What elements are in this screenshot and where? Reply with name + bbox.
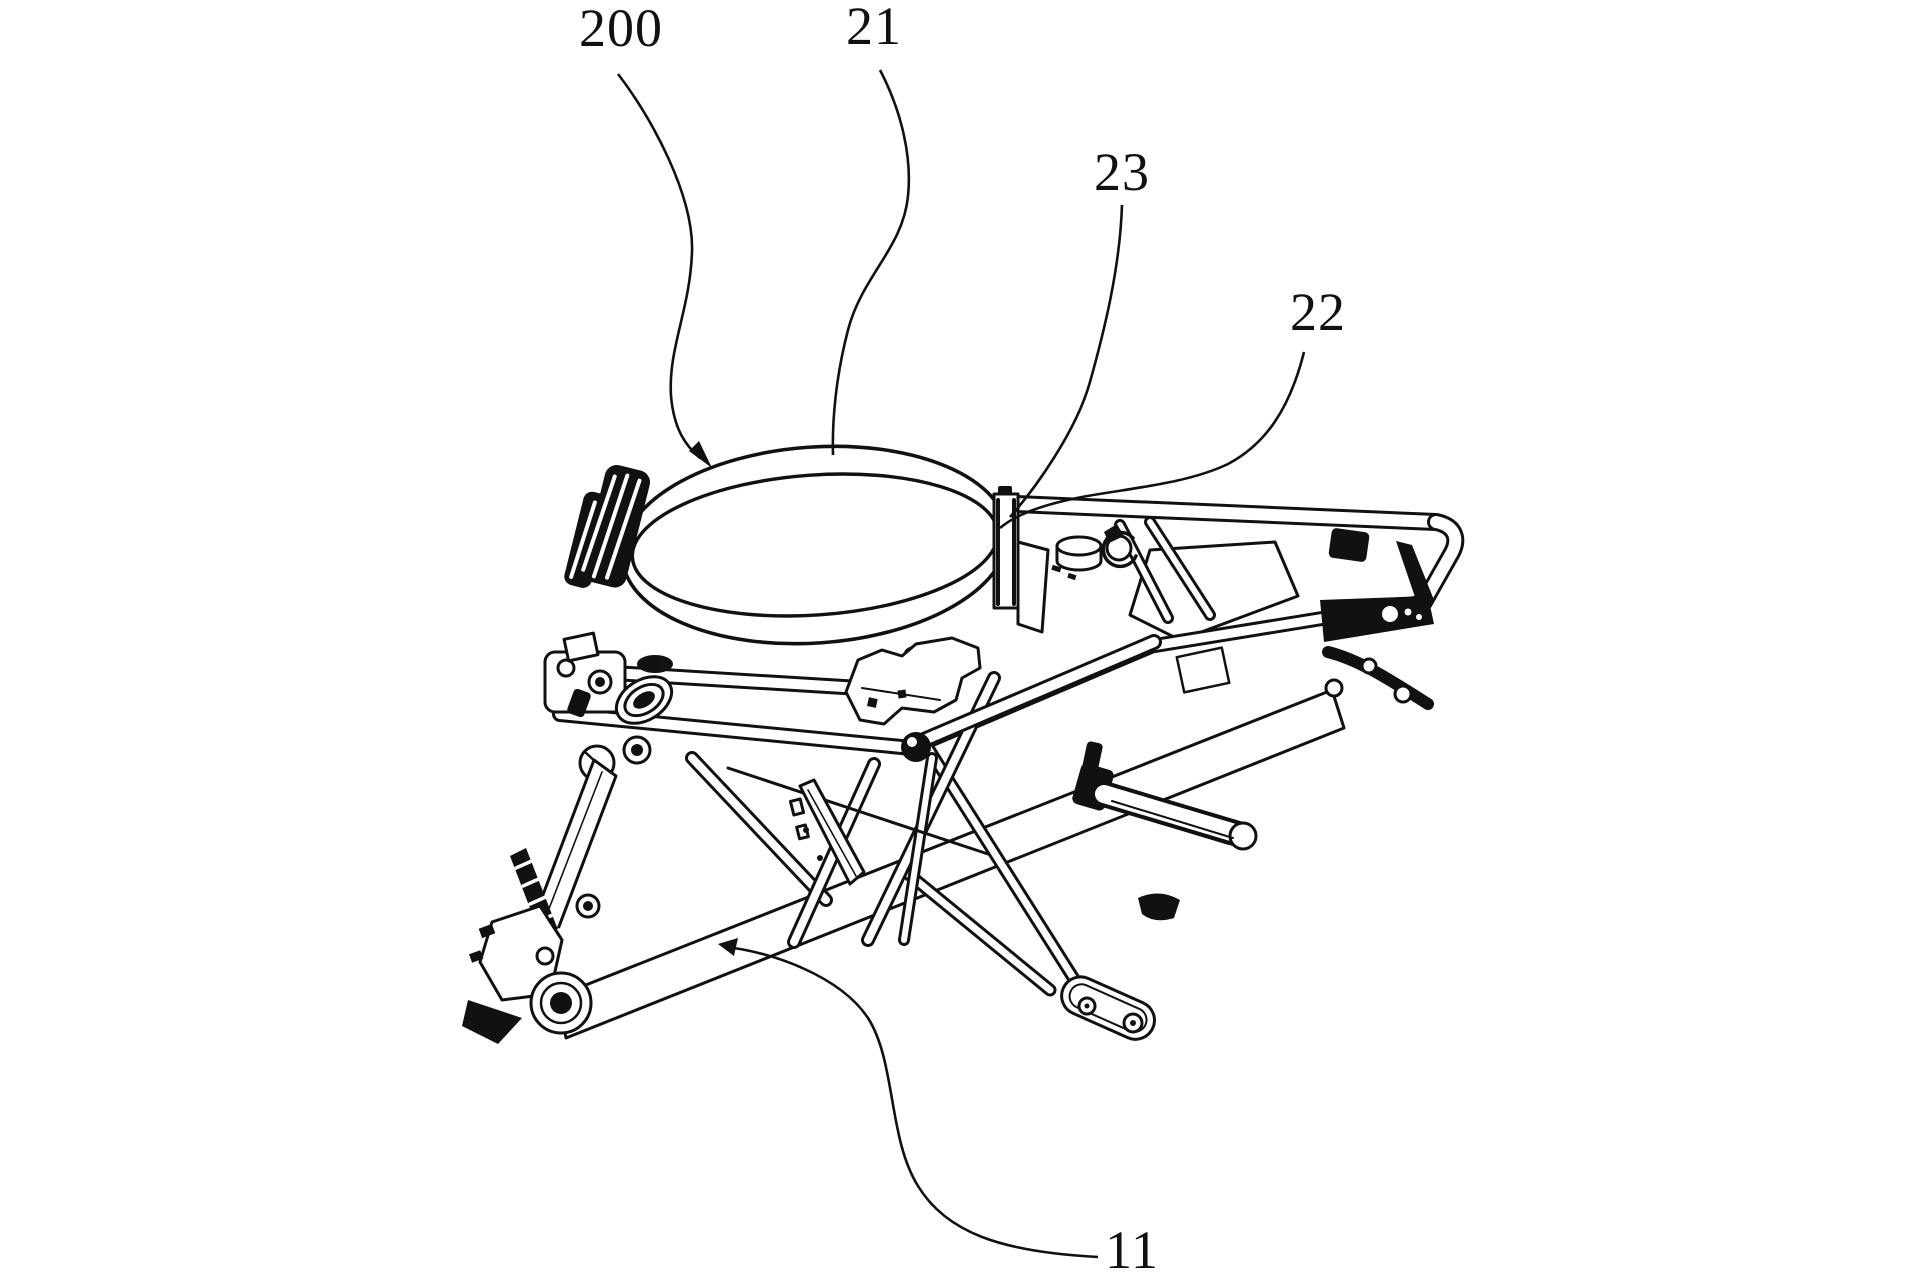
ring-inner-edge [630,472,1000,618]
lower-tab [462,1000,522,1044]
center-plate [788,778,866,886]
ring-outer-edge [620,444,1010,646]
plate-cutout [1175,646,1231,694]
callout-leaders [616,69,1306,1259]
leader-21 [831,69,911,456]
callout-label-23: 23 [1094,142,1150,202]
callout-label-11: 11 [1105,1220,1159,1280]
leader-23 [1009,204,1124,518]
main-beam [556,688,1346,1040]
strap-ring-group [564,444,1010,646]
callout-label-22: 22 [1290,282,1346,342]
leader-22 [999,351,1306,529]
footpeg [1072,741,1258,851]
callout-label-200: 200 [579,0,663,58]
post-bracket-plate [1016,540,1050,634]
center-frame [552,634,1162,949]
leader-11-tip [718,938,738,956]
ring-buckle [564,464,651,588]
callout-label-21: 21 [846,0,902,56]
leader-200-arrowhead [689,441,712,468]
leader-11 [725,945,1099,1259]
tube-lug [637,655,673,673]
leader-200 [616,73,701,459]
mount-disc [1055,535,1103,557]
clevis-link [1060,975,1156,1041]
rear-bracket-cluster [1320,528,1434,710]
front-linkage-group [462,631,674,1044]
tube-ball-joint [901,732,931,762]
seat-latch-bracket [844,636,982,726]
bracket-blob [1138,893,1180,921]
